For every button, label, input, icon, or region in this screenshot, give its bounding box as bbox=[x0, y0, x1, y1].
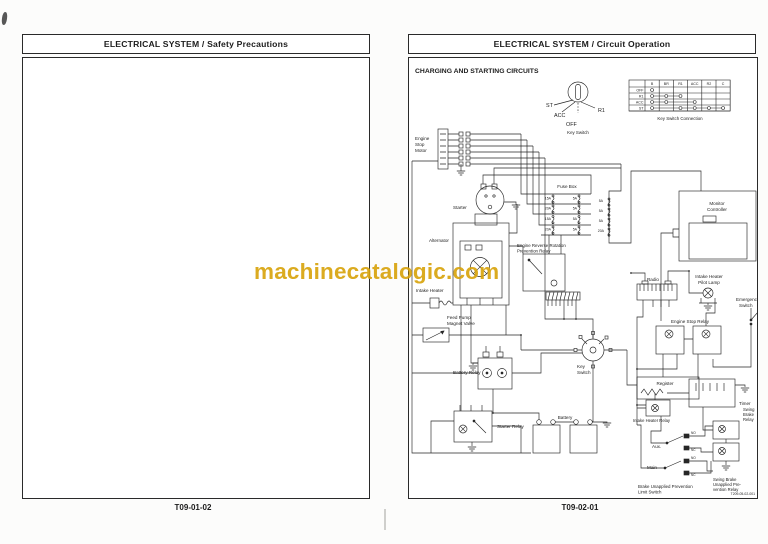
diagram-label: NO bbox=[691, 456, 696, 460]
diagram-label: Engine Reverse Rotation bbox=[517, 243, 566, 248]
diagram-label: Stop bbox=[415, 142, 425, 147]
svg-text:C: C bbox=[722, 82, 725, 86]
wires bbox=[411, 81, 757, 476]
diagram-label: 5A bbox=[599, 199, 604, 203]
diagram-label: Alternator bbox=[429, 238, 449, 243]
diagram-label: Magnet Valve bbox=[447, 321, 475, 326]
diagram-label: NC bbox=[691, 448, 696, 452]
left-page-header: ELECTRICAL SYSTEM / Safety Precautions bbox=[22, 34, 370, 54]
diagram-label: vention Relay bbox=[713, 487, 739, 492]
diagram-label: 5A bbox=[573, 197, 578, 201]
svg-text:ST: ST bbox=[639, 107, 644, 111]
diagram-label: Switch bbox=[739, 303, 753, 308]
svg-text:R1: R1 bbox=[639, 95, 644, 99]
diagram-label: Engine Stop Relay bbox=[671, 319, 710, 324]
svg-text:R1: R1 bbox=[678, 82, 683, 86]
diagram-label: T209-05-02-001 bbox=[731, 492, 755, 496]
diagram-label: Intake Heater bbox=[695, 274, 723, 279]
diagram-label: CHARGING AND STARTING CIRCUITS bbox=[415, 68, 539, 75]
page-gutter-mark bbox=[384, 509, 386, 530]
diagram-label: Battery Relay bbox=[453, 370, 481, 375]
safety-precautions-page bbox=[22, 57, 370, 499]
diagram-label: NO bbox=[691, 431, 696, 435]
right-page-number: T09-02-01 bbox=[561, 503, 599, 512]
diagram-label: Starter Relay bbox=[497, 424, 525, 429]
scan-artifact bbox=[1, 11, 8, 26]
diagram-label: Brake bbox=[743, 412, 755, 417]
diagram-label: Emergency bbox=[736, 297, 757, 302]
diagram-label: 20A bbox=[545, 207, 552, 211]
diagram-label: Feed Pump bbox=[447, 315, 471, 320]
svg-text:R2: R2 bbox=[707, 82, 712, 86]
diagram-label: Key Switch bbox=[567, 130, 589, 135]
svg-text:ACC: ACC bbox=[691, 82, 699, 86]
diagram-label: Monitor bbox=[709, 201, 725, 206]
diagram-label: Fuse Box bbox=[557, 184, 577, 189]
diagram-label: Controller bbox=[707, 207, 727, 212]
diagram-label: Brake Unapplied Prevention bbox=[638, 484, 693, 489]
diagram-label: Prevention Relay bbox=[517, 249, 551, 254]
diagram-label: Main bbox=[647, 465, 657, 470]
diagram-label: 15A bbox=[545, 197, 552, 201]
diagram-label: Battery bbox=[558, 415, 573, 420]
diagram-label: Motor bbox=[415, 148, 427, 153]
diagram-label: Timer bbox=[739, 401, 751, 406]
diagram-label: 5A bbox=[599, 209, 604, 213]
diagram-label: Radio bbox=[647, 277, 659, 282]
diagram-label: 15A bbox=[545, 217, 552, 221]
svg-text:OFF: OFF bbox=[636, 89, 644, 93]
watermark: machinecatalogic.com bbox=[254, 259, 500, 284]
diagram-label: 20A bbox=[545, 228, 552, 232]
diagram-label: 20A bbox=[598, 229, 605, 233]
diagram-label: Intake Heater bbox=[416, 288, 444, 293]
diagram-label: Intake Heater Relay bbox=[633, 418, 671, 423]
diagram-label: 5A bbox=[573, 217, 578, 221]
diagram-label: Swing bbox=[743, 407, 755, 412]
diagram-labels: CHARGING AND STARTING CIRCUITSSTACCOFFR1… bbox=[415, 68, 757, 496]
diagram-label: OFF bbox=[566, 122, 577, 128]
left-page-number: T09-01-02 bbox=[174, 503, 212, 512]
right-page-title: ELECTRICAL SYSTEM / Circuit Operation bbox=[493, 39, 671, 49]
diagram-label: Limit Switch bbox=[638, 490, 662, 495]
diagram-label: Key bbox=[577, 364, 586, 369]
left-page-title: ELECTRICAL SYSTEM / Safety Precautions bbox=[103, 39, 289, 49]
diagram-label: Unapplied Pre- bbox=[713, 482, 742, 487]
diagram-label: Key Switch Connection bbox=[657, 116, 703, 121]
diagram-label: Register bbox=[656, 381, 674, 386]
diagram-label: ST bbox=[546, 103, 554, 109]
diagram-label: Relay bbox=[743, 417, 755, 422]
diagram-label: Starter bbox=[453, 205, 467, 210]
svg-text:BR: BR bbox=[664, 82, 669, 86]
svg-text:ACC: ACC bbox=[636, 101, 644, 105]
diagram-label: R1 bbox=[598, 108, 605, 114]
diagram-label: ACC bbox=[554, 113, 565, 119]
diagram-label: Engine bbox=[415, 136, 430, 141]
diagram-label: 5A bbox=[599, 219, 604, 223]
diagram-label: Swing Brake bbox=[713, 477, 737, 482]
right-page-header: ELECTRICAL SYSTEM / Circuit Operation bbox=[408, 34, 756, 54]
diagram-label: Aux. bbox=[652, 444, 661, 449]
svg-text:B: B bbox=[651, 82, 654, 86]
diagram-label: 5A bbox=[573, 228, 578, 232]
diagram-label: Pilot Lamp bbox=[698, 280, 720, 285]
diagram-label: Switch bbox=[577, 370, 591, 375]
diagram-label: 5A bbox=[573, 207, 578, 211]
diagram-label: NC bbox=[691, 473, 696, 477]
